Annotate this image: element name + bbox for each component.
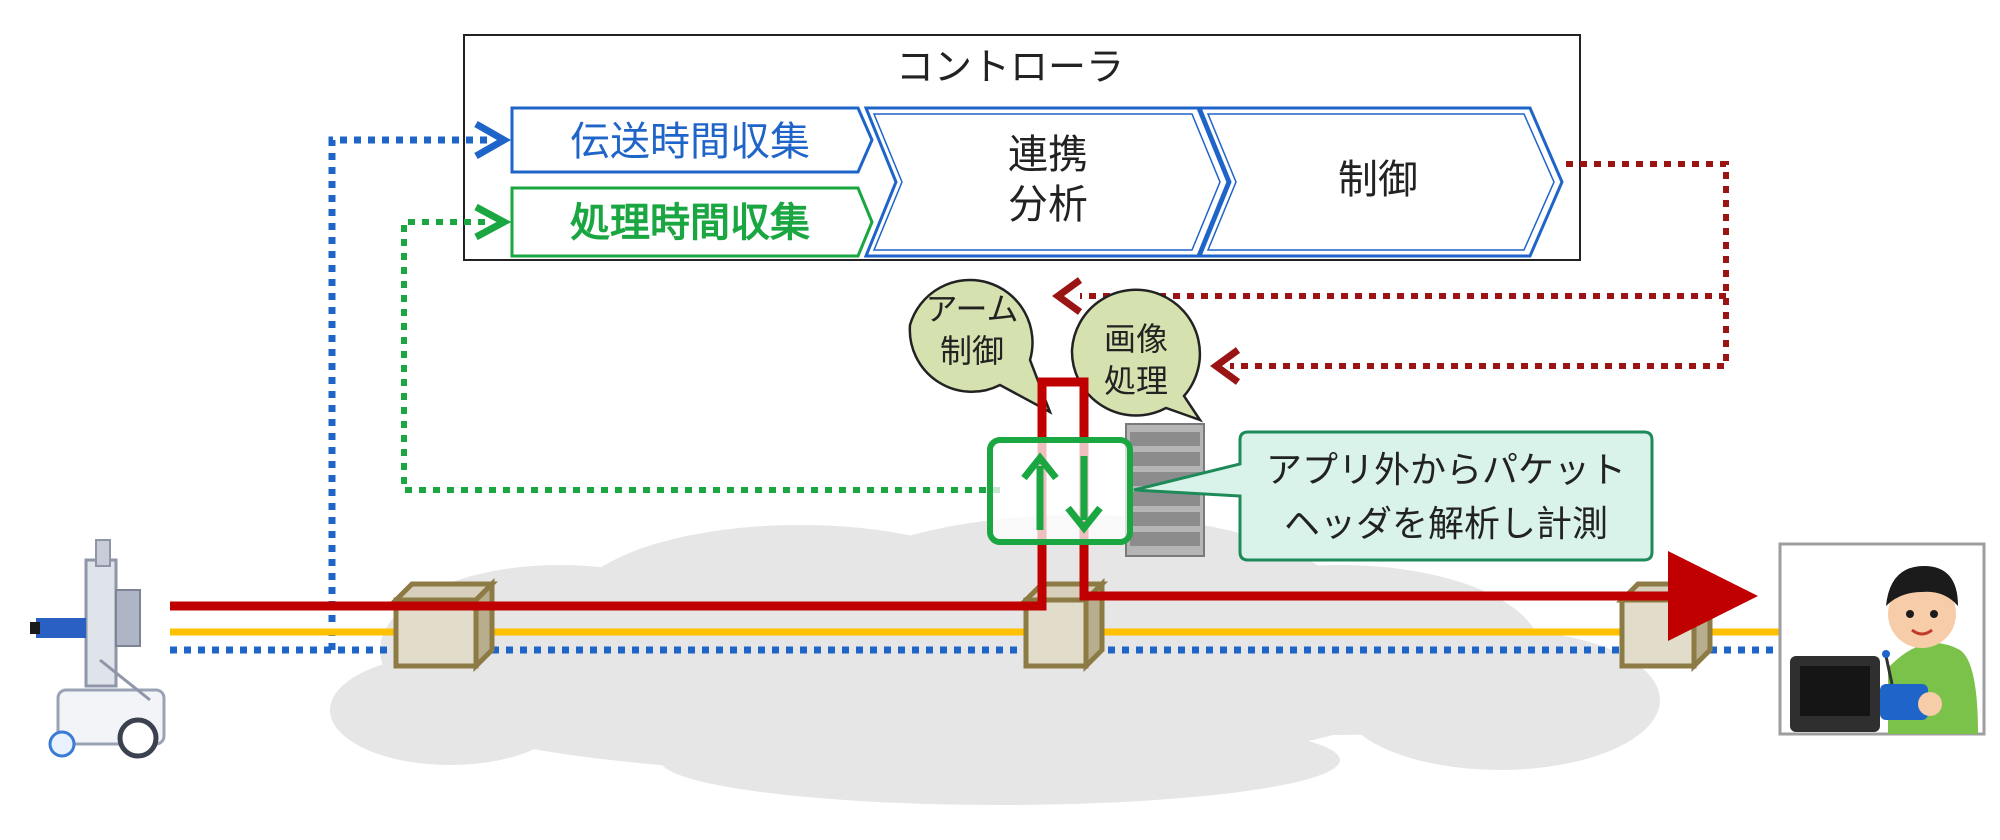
analysis-label-1: 連携 xyxy=(1008,132,1088,178)
image-processing-bubble: 画像 処理 xyxy=(1070,288,1204,423)
processing-feedback-line xyxy=(401,219,1000,493)
network-switch-icon xyxy=(1019,577,1109,673)
transmission-collect-label: 伝送時間収集 xyxy=(570,119,810,165)
measurement-callout: アプリ外からパケット ヘッダを解析し計測 xyxy=(1133,430,1654,562)
callout-line-2: ヘッダを解析し計測 xyxy=(1284,504,1608,545)
arm-control-arrowhead xyxy=(1052,277,1083,315)
control-chevron xyxy=(1197,106,1564,258)
operator-with-controller-icon xyxy=(1778,542,1986,736)
network-switch-icon xyxy=(389,577,499,673)
control-command-lines xyxy=(1080,161,1729,369)
arm-control-label-1: アーム xyxy=(925,290,1018,328)
processing-collect-stage xyxy=(510,186,874,258)
data-path-red xyxy=(170,377,1758,641)
measurement-point-icon xyxy=(987,437,1133,545)
transmission-arrowhead xyxy=(474,120,512,160)
image-processing-label-1: 画像 xyxy=(1104,320,1168,358)
analysis-label-2: 分析 xyxy=(1008,182,1088,228)
image-processing-label-2: 処理 xyxy=(1104,362,1168,400)
arm-control-label-2: 制御 xyxy=(940,332,1004,370)
control-label: 制御 xyxy=(1338,157,1418,203)
processing-arrowhead xyxy=(474,203,512,241)
controller-title: コントローラ xyxy=(896,45,1124,89)
processing-collect-label: 処理時間収集 xyxy=(570,200,810,246)
mobile-robot-icon xyxy=(30,539,166,759)
image-processing-arrowhead xyxy=(1210,347,1241,385)
transmission-collect-stage xyxy=(510,106,874,174)
arm-control-bubble: アーム 制御 xyxy=(908,278,1053,415)
analysis-chevron xyxy=(863,106,1230,258)
callout-line-1: アプリ外からパケット xyxy=(1266,450,1626,491)
